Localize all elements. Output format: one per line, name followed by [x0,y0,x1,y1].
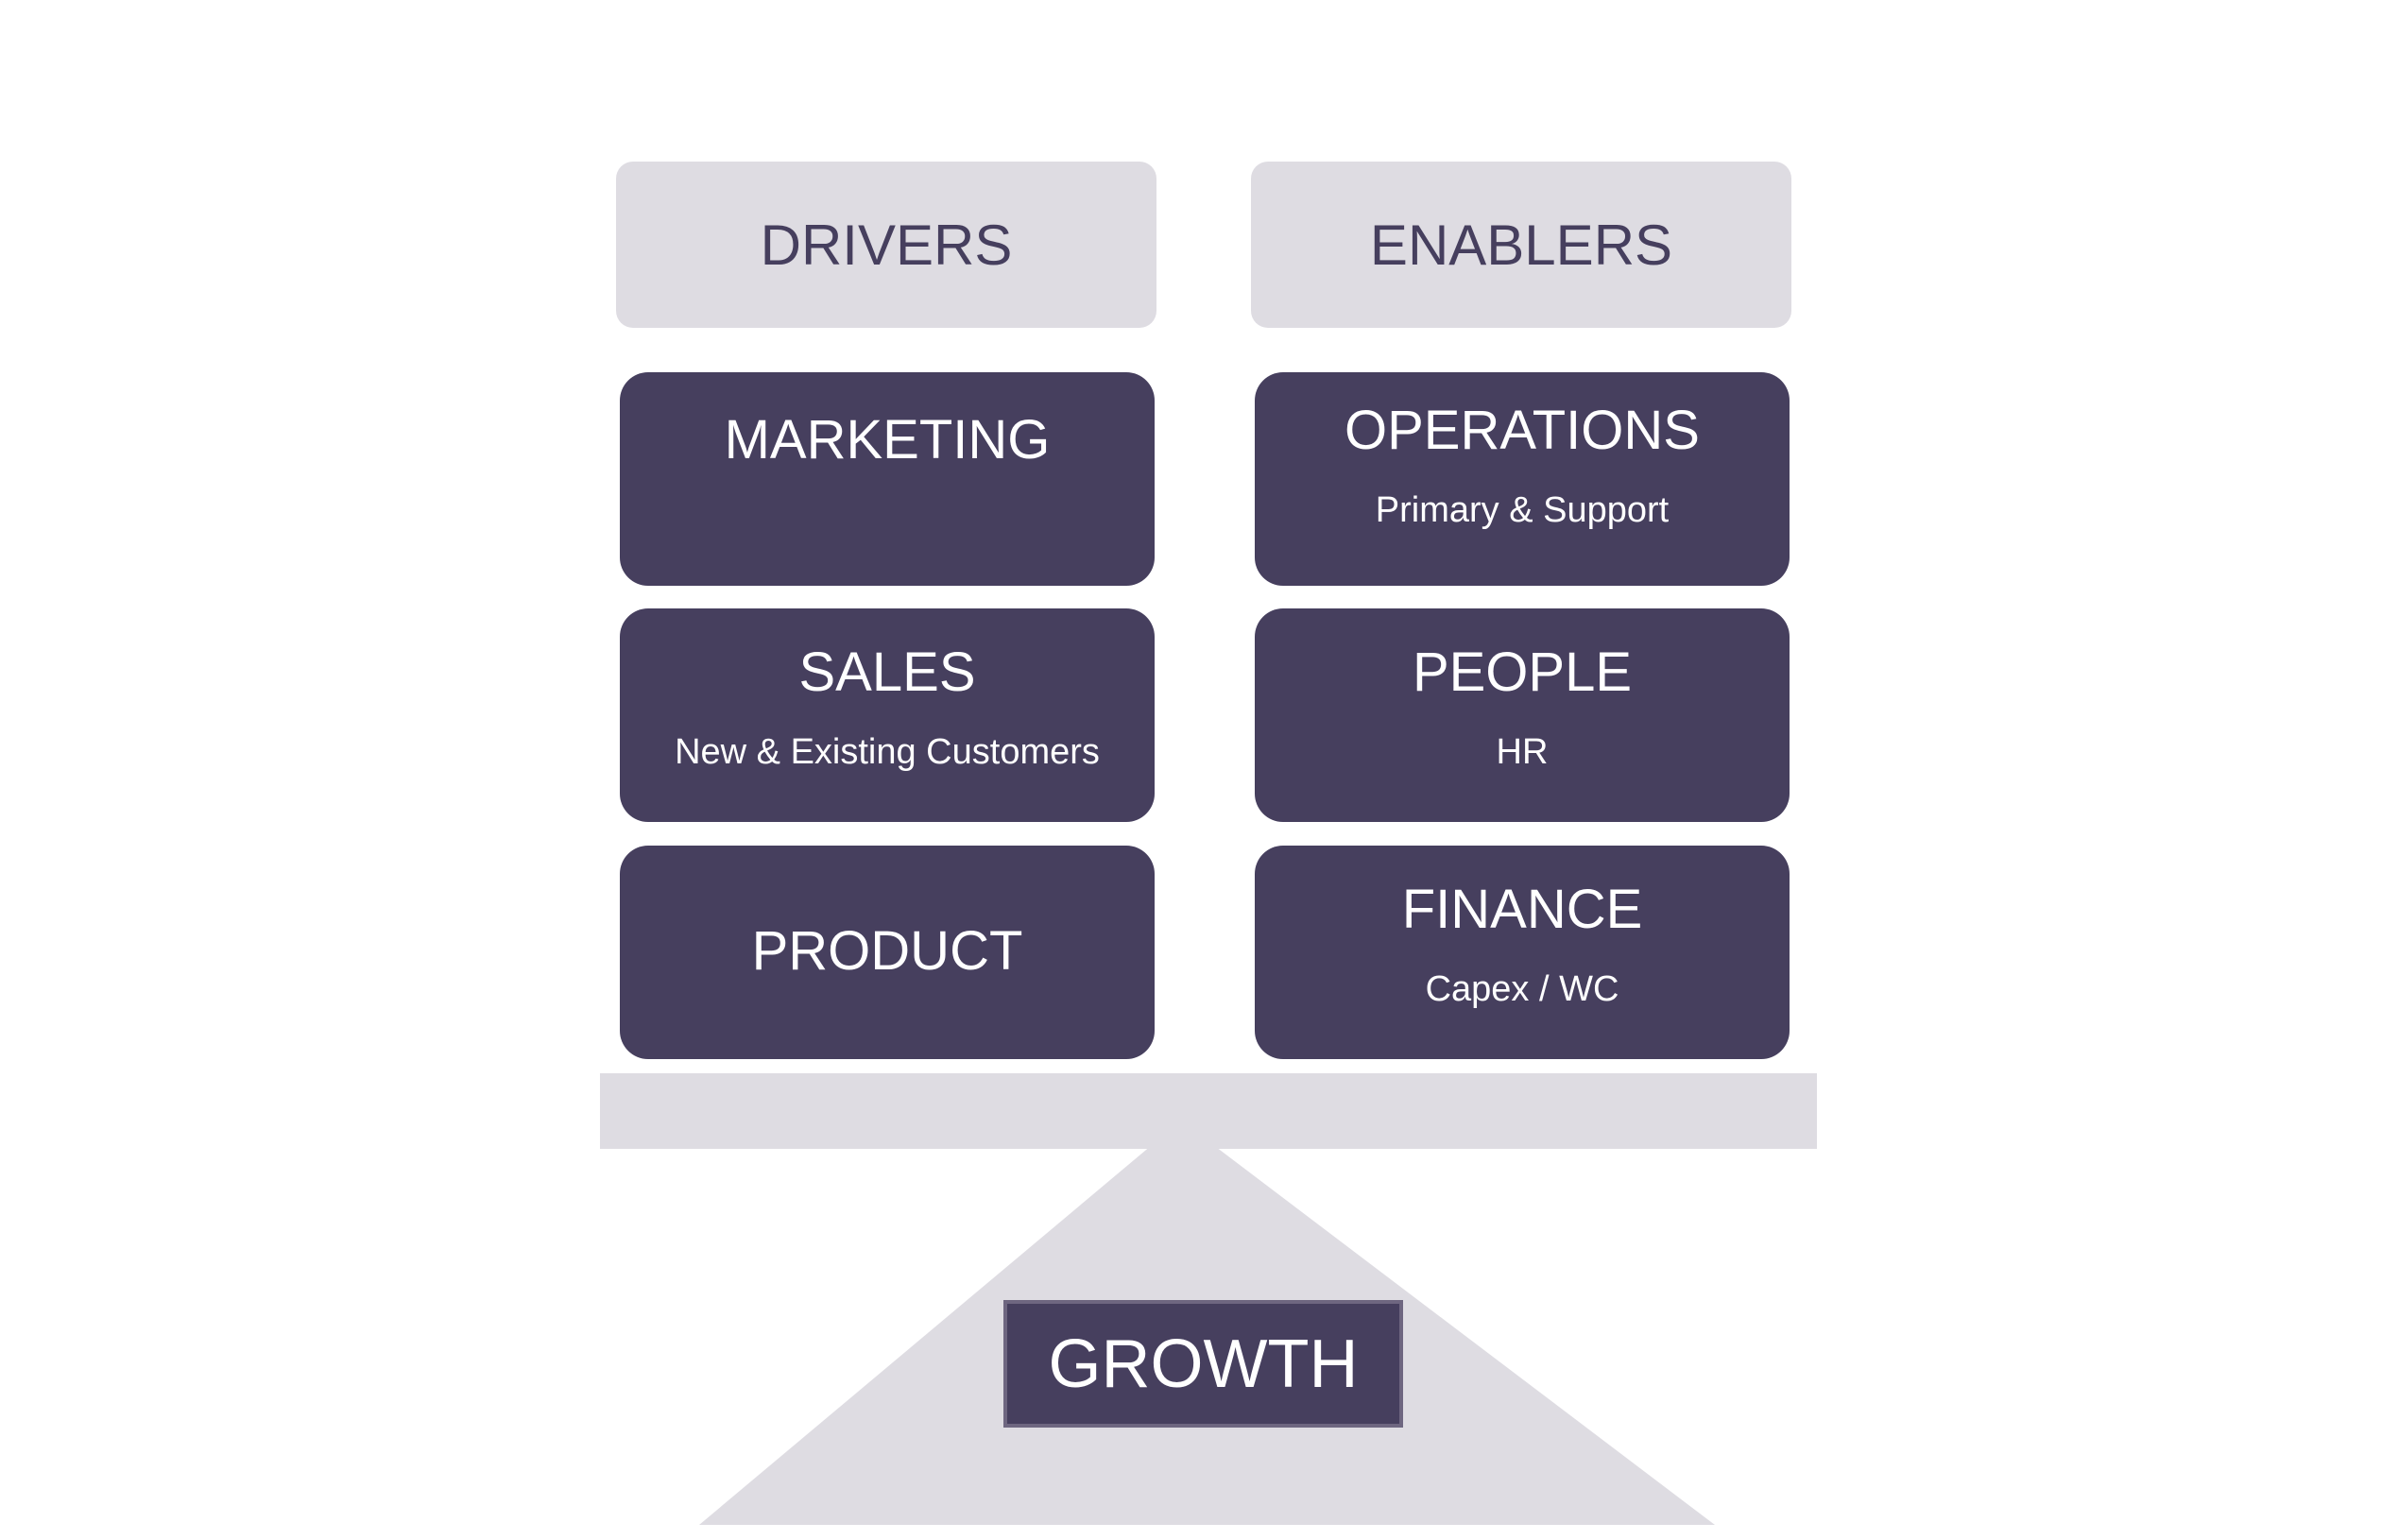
card-title: SALES [798,642,976,703]
card-title: FINANCE [1401,879,1643,940]
card-title: PEOPLE [1412,642,1633,703]
driver-card-product: PRODUCT [620,846,1155,1059]
enabler-card-operations: OPERATIONS Primary & Support [1255,372,1790,586]
card-title: MARKETING [724,409,1051,471]
drivers-header-label: DRIVERS [760,213,1013,277]
balance-beam [600,1073,1817,1149]
card-subtitle: Primary & Support [1375,490,1670,530]
card-subtitle: Capex / WC [1425,969,1619,1009]
drivers-header: DRIVERS [616,162,1156,328]
driver-card-sales: SALES New & Existing Customers [620,608,1155,822]
growth-label-box: GROWTH [1003,1300,1403,1428]
growth-label: GROWTH [1048,1326,1359,1402]
card-subtitle: HR [1496,732,1549,772]
card-subtitle: New & Existing Customers [675,732,1100,772]
enabler-card-people: PEOPLE HR [1255,608,1790,822]
enablers-header-label: ENABLERS [1369,213,1673,277]
enablers-header: ENABLERS [1251,162,1791,328]
enabler-card-finance: FINANCE Capex / WC [1255,846,1790,1059]
card-title: PRODUCT [751,920,1023,982]
driver-card-marketing: MARKETING [620,372,1155,586]
card-title: OPERATIONS [1345,400,1700,461]
